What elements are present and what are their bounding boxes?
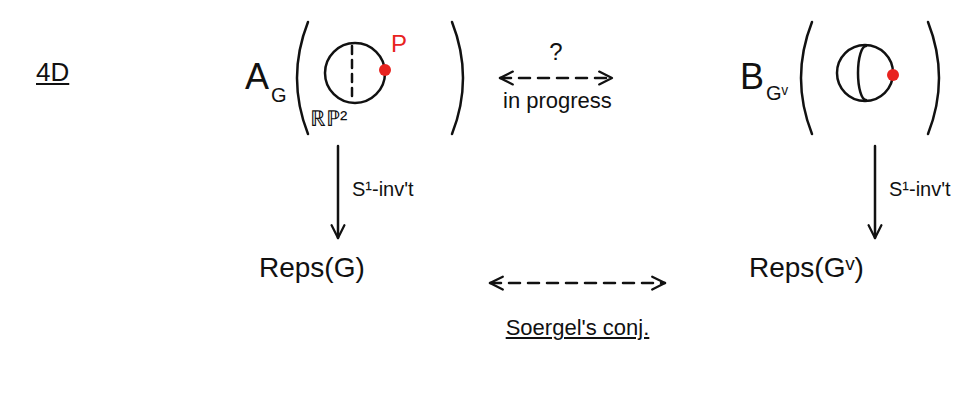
point-label: P bbox=[391, 30, 407, 58]
category-node: Reps(G) bbox=[255, 250, 369, 286]
left-parenthesis bbox=[801, 22, 812, 134]
category-node: Reps(Gᵛ) bbox=[745, 250, 868, 286]
dashed-meridian bbox=[351, 46, 354, 100]
sphere-outline bbox=[325, 43, 385, 103]
node-subscript: Gᵛ bbox=[766, 82, 788, 105]
space-node: AG bbox=[240, 30, 460, 126]
node-symbol: Reps(G) bbox=[259, 252, 365, 284]
sphere-outline bbox=[837, 45, 893, 101]
dashed-correspondence-arrow bbox=[500, 77, 612, 80]
node-subscript: G bbox=[271, 84, 287, 107]
functor-arrow bbox=[874, 146, 877, 238]
status-note: in progress bbox=[503, 88, 612, 113]
node-symbol: B bbox=[740, 56, 764, 97]
edge-label: S¹-inv't bbox=[889, 178, 951, 201]
dimension-label: 4D bbox=[36, 58, 69, 88]
edge-label: S¹-inv't bbox=[352, 178, 414, 201]
right-parenthesis bbox=[928, 22, 939, 134]
node-symbol: Reps(Gᵛ) bbox=[749, 252, 864, 284]
space-label: ℝℙ² bbox=[310, 106, 347, 131]
edge-label: ? bbox=[549, 38, 562, 66]
functor-arrow bbox=[337, 146, 340, 238]
meridian-arc bbox=[858, 46, 866, 100]
dashed-correspondence-arrow bbox=[490, 282, 665, 285]
marked-point bbox=[887, 69, 899, 81]
node-symbol: A bbox=[245, 56, 269, 97]
right-parenthesis bbox=[452, 22, 463, 134]
left-parenthesis bbox=[297, 22, 308, 134]
marked-point bbox=[379, 64, 391, 76]
space-node: BGᵛ bbox=[735, 30, 945, 126]
edge-label: Soergel's conj. bbox=[506, 315, 650, 340]
